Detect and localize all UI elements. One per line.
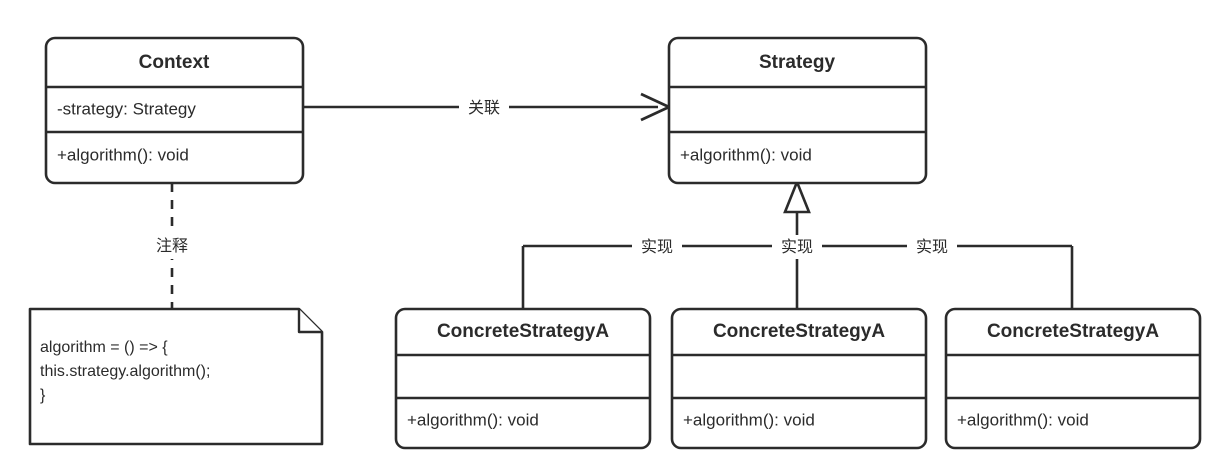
concrete-a-box-outline bbox=[394, 307, 652, 450]
realize-label-3: 实现 bbox=[916, 238, 948, 256]
context-class-name: Context bbox=[139, 52, 210, 73]
realize-label-1: 实现 bbox=[641, 238, 673, 256]
context-box-outline bbox=[44, 36, 305, 185]
note-link-label: 注释 bbox=[156, 237, 188, 255]
concrete-a-class-name: ConcreteStrategyA bbox=[437, 321, 609, 342]
strategy-box-outline bbox=[667, 36, 928, 185]
concrete-b-box-outline bbox=[670, 307, 928, 450]
realization-tree-edges[interactable]: 实现 实现 实现 bbox=[521, 178, 1074, 309]
concrete-b-class-name: ConcreteStrategyA bbox=[713, 321, 885, 342]
concrete-c-class-name: ConcreteStrategyA bbox=[987, 321, 1159, 342]
note-link-edge[interactable]: 注释 bbox=[147, 183, 197, 308]
class-box-concrete-strategy-b[interactable]: ConcreteStrategyA +algorithm(): void bbox=[670, 307, 928, 450]
class-box-strategy[interactable]: Strategy +algorithm(): void bbox=[667, 36, 928, 185]
note-box-algorithm-code[interactable]: algorithm = () => { this.strategy.algori… bbox=[28, 307, 324, 446]
association-label: 关联 bbox=[468, 99, 500, 117]
association-label-backdrop bbox=[459, 96, 509, 120]
concrete-a-method-0: +algorithm(): void bbox=[407, 410, 539, 429]
note-link-label-backdrop bbox=[147, 233, 197, 259]
concrete-c-method-0: +algorithm(): void bbox=[957, 410, 1089, 429]
strategy-class-name: Strategy bbox=[759, 52, 835, 73]
realize-label-1-backdrop bbox=[632, 235, 682, 259]
note-code-line-2: } bbox=[40, 387, 46, 404]
concrete-c-box-outline bbox=[944, 307, 1202, 450]
context-method-0: +algorithm(): void bbox=[57, 145, 189, 164]
realize-label-2: 实现 bbox=[781, 238, 813, 256]
concrete-b-method-0: +algorithm(): void bbox=[683, 410, 815, 429]
realization-hollow-triangle-arrowhead bbox=[783, 178, 811, 214]
class-box-context[interactable]: Context -strategy: Strategy +algorithm()… bbox=[44, 36, 305, 185]
class-box-concrete-strategy-a[interactable]: ConcreteStrategyA +algorithm(): void bbox=[394, 307, 652, 450]
strategy-method-0: +algorithm(): void bbox=[680, 145, 812, 164]
note-code-line-1: this.strategy.algorithm(); bbox=[40, 363, 210, 380]
note-code-line-0: algorithm = () => { bbox=[40, 339, 168, 356]
association-edge-context-strategy[interactable]: 关联 bbox=[303, 92, 673, 122]
note-box-outline bbox=[28, 307, 324, 446]
note-folded-corner-icon bbox=[297, 309, 322, 334]
realize-label-2-backdrop bbox=[772, 235, 822, 259]
context-attribute-0: -strategy: Strategy bbox=[57, 99, 196, 118]
realize-label-3-backdrop bbox=[907, 235, 957, 259]
class-box-concrete-strategy-c[interactable]: ConcreteStrategyA +algorithm(): void bbox=[944, 307, 1202, 450]
